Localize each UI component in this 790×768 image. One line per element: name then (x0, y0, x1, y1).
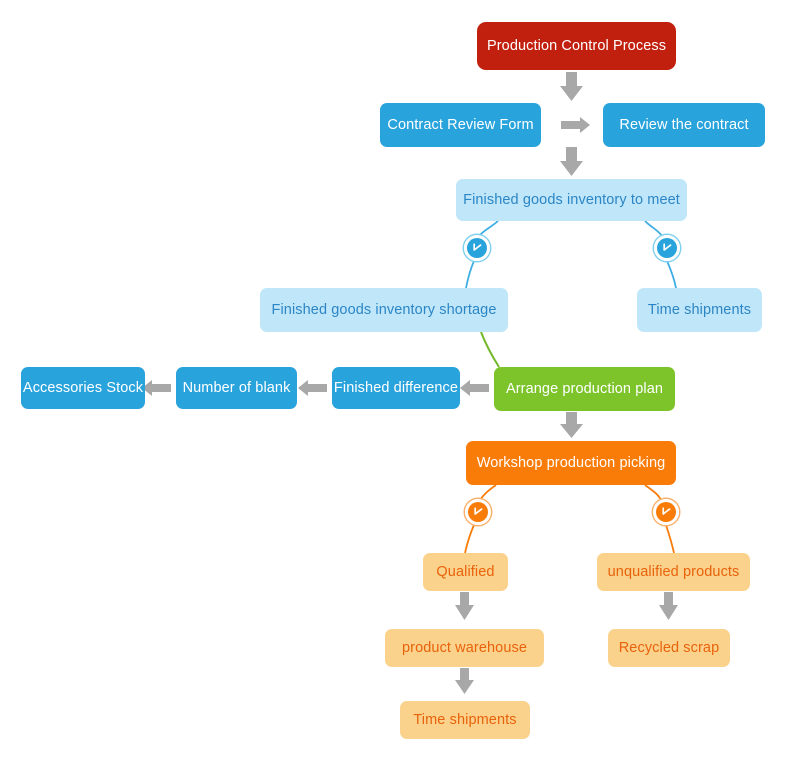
node-contract-review-form[interactable]: Contract Review Form (380, 103, 541, 147)
node-time-shipments-lower[interactable]: Time shipments (400, 701, 530, 739)
arrow-down-contract-to-inventory (560, 147, 583, 176)
badge-ring (653, 499, 679, 525)
arrow-down-plan-to-workshop (560, 412, 583, 438)
arrow-left-difference-to-blank (298, 380, 327, 396)
curve-shortage-to-production-plan (480, 331, 500, 368)
arrow-left-blank-to-stock (142, 380, 171, 396)
arrow-down-warehouse-to-shipments (455, 668, 474, 694)
arrow-down-qualified-to-warehouse (455, 592, 474, 620)
node-product-warehouse[interactable]: product warehouse (385, 629, 544, 667)
node-workshop-production-picking[interactable]: Workshop production picking (466, 441, 676, 485)
node-unqualified-products[interactable]: unqualified products (597, 553, 750, 591)
badge-ring (654, 235, 680, 261)
node-qualified[interactable]: Qualified (423, 553, 508, 591)
check-icon (474, 507, 483, 515)
node-finished-goods-inventory-to-meet[interactable]: Finished goods inventory to meet (456, 179, 687, 221)
node-arrange-production-plan[interactable]: Arrange production plan (494, 367, 675, 411)
node-review-the-contract[interactable]: Review the contract (603, 103, 765, 147)
check-icon (663, 243, 672, 251)
node-number-of-blank[interactable]: Number of blank (176, 367, 297, 409)
badge-ring (465, 499, 491, 525)
badge-finished-goods-right (654, 235, 680, 261)
badge-finished-goods-left (464, 235, 490, 261)
badge-workshop-right (653, 499, 679, 525)
node-finished-difference[interactable]: Finished difference (332, 367, 460, 409)
node-finished-goods-inventory-shortage[interactable]: Finished goods inventory shortage (260, 288, 508, 332)
badge-ring (464, 235, 490, 261)
node-time-shipments-upper[interactable]: Time shipments (637, 288, 762, 332)
arrow-down-production-to-contract (560, 72, 583, 101)
arrow-left-plan-to-difference (460, 380, 489, 396)
check-icon (662, 507, 671, 515)
arrow-down-unqualified-to-scrap (659, 592, 678, 620)
node-production-control-process[interactable]: Production Control Process (477, 22, 676, 70)
arrow-right-contract-to-review (561, 117, 590, 133)
node-accessories-stock[interactable]: Accessories Stock (21, 367, 145, 409)
node-recycled-scrap[interactable]: Recycled scrap (608, 629, 730, 667)
badge-workshop-left (465, 499, 491, 525)
check-icon (473, 243, 482, 251)
